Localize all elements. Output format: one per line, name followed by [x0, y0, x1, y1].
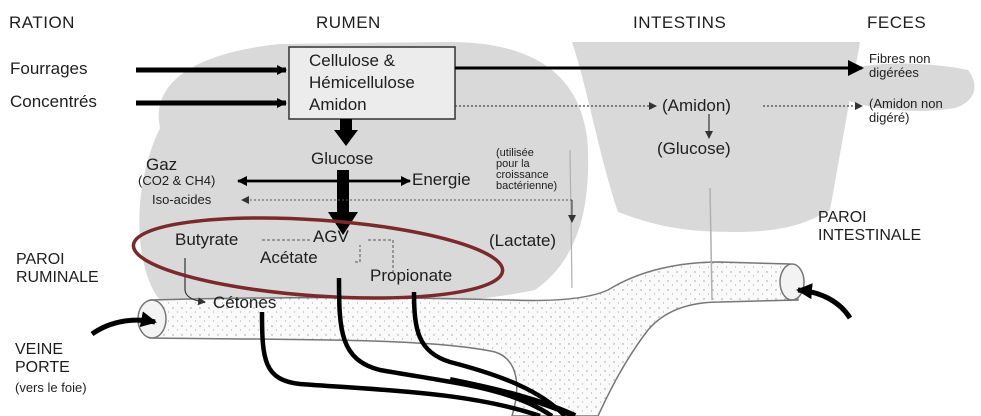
agv-label: AGV [313, 228, 349, 246]
header-intestins: INTESTINS [633, 14, 726, 32]
cetones-label: Cétones [213, 294, 276, 312]
acetate-label: Acétate [260, 249, 318, 267]
butyrate-label: Butyrate [175, 231, 238, 249]
feces-amidon-label: (Amidon non digéré) [869, 97, 943, 124]
gaz-label: Gaz [146, 156, 177, 174]
intestin-amidon-label: (Amidon) [662, 97, 731, 115]
paroi-ruminale-label: PAROI RUMINALE [16, 251, 99, 288]
intestine-flow-arrow [798, 290, 850, 318]
box-hemicellulose: Hémicellulose [309, 74, 415, 92]
propionate-label: Propionate [370, 267, 452, 285]
header-feces: FECES [867, 14, 926, 32]
box-amidon: Amidon [309, 96, 367, 114]
energie-label: Energie [412, 171, 471, 189]
iso-acides-label: Iso-acides [152, 193, 211, 207]
header-ration: RATION [9, 14, 75, 32]
input-concentres: Concentrés [10, 93, 97, 111]
intestine-shape [572, 42, 860, 232]
glucose-label: Glucose [311, 150, 373, 168]
box-cellulose: Cellulose & [309, 52, 395, 70]
feces-fibres-label: Fibres non digérées [869, 52, 930, 79]
veine-porte-note: (vers le foie) [15, 381, 87, 395]
input-fourrages: Fourrages [10, 60, 87, 78]
energie-note: (utilisée pour la croissance bactérienne… [496, 148, 557, 192]
tube-right-opening [780, 264, 804, 300]
lactate-label: (Lactate) [489, 232, 556, 250]
gaz-detail-label: (CO2 & CH4) [138, 174, 215, 188]
intestin-glucose-label: (Glucose) [657, 140, 731, 158]
veine-porte-label: VEINE PORTE [15, 341, 70, 378]
paroi-intestinale-label: PAROI INTESTINALE [818, 209, 921, 246]
header-rumen: RUMEN [316, 14, 381, 32]
